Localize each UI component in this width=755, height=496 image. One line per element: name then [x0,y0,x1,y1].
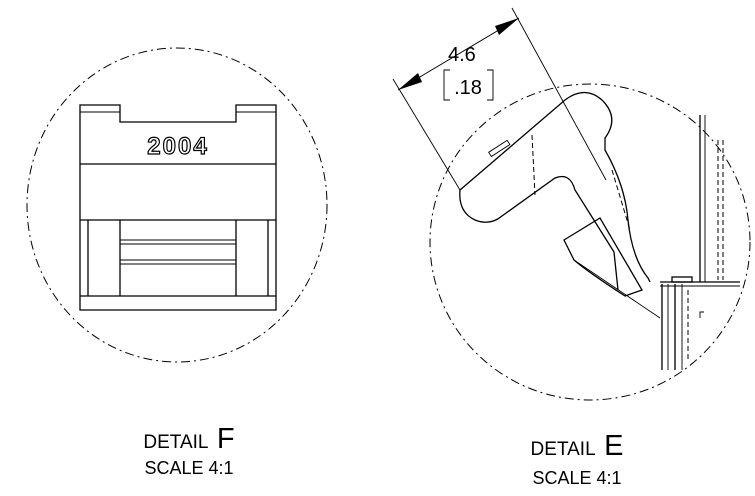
detail-e-view: 4.6 .18 DETAIL E SCALE 4:1 [392,7,751,488]
detail-f-boundary-circle [26,47,328,363]
engraving-text: 2004 [147,133,208,160]
extension-line-right [511,7,607,181]
alt-dimension-bracket [443,69,494,101]
svg-text:DETAIL F: DETAIL F [143,423,234,455]
detail-f-view: 2004 DETAIL F SCALE 4:1 [26,47,328,478]
dimension-value: 4.6 [448,44,476,66]
detail-e-label: DETAIL E SCALE 4:1 [531,430,624,488]
detail-f-part [79,104,277,311]
dimension-alt-value: .18 [454,77,482,99]
svg-text:DETAIL E: DETAIL E [531,430,624,462]
detail-e-prefix: DETAIL [531,439,596,460]
detail-f-scale: SCALE 4:1 [144,458,233,478]
detail-f-prefix: DETAIL [143,432,208,453]
detail-f-letter: F [217,423,235,455]
detail-f-label: DETAIL F SCALE 4:1 [143,423,234,478]
detail-e-scale: SCALE 4:1 [532,468,621,488]
dimension-arrow-left [398,73,422,90]
dimension-annotation: 4.6 .18 [392,7,607,191]
detail-e-boundary-circle [429,83,751,401]
detail-e-part [459,91,740,370]
extension-line-left [392,78,461,191]
detail-e-letter: E [604,430,623,462]
dimension-arrow-right [495,18,519,35]
